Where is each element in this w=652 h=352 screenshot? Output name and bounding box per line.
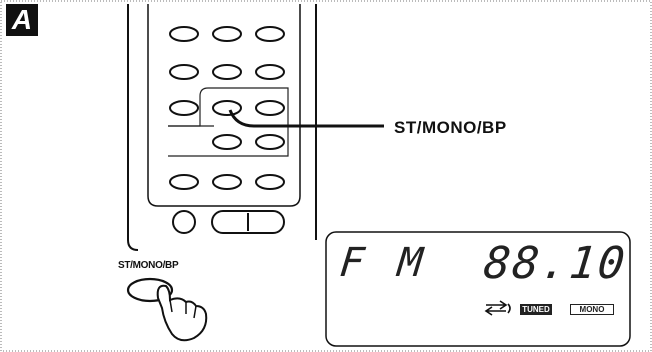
remote-button[interactable] [169, 26, 199, 42]
remote-inner-bottom [147, 195, 301, 207]
remote-buttons [169, 26, 285, 234]
tuned-indicator: TUNED [520, 304, 552, 315]
remote-button[interactable] [169, 100, 199, 116]
remote-button[interactable] [212, 134, 242, 150]
callout-leader-line [228, 109, 384, 128]
remote-button[interactable] [255, 100, 285, 116]
lcd-display-frame [325, 231, 631, 347]
st-mono-bp-button-on-remote[interactable] [212, 100, 242, 116]
remote-button[interactable] [255, 64, 285, 80]
remote-control-outline [127, 4, 317, 251]
remote-button-label: ST/MONO/BP [118, 260, 179, 271]
remote-button[interactable] [169, 174, 199, 190]
remote-button[interactable] [255, 134, 285, 150]
pressed-button-illustration [126, 277, 208, 342]
mono-indicator: MONO [570, 304, 614, 315]
remote-button[interactable] [212, 174, 242, 190]
arrows-icon [484, 300, 511, 316]
panel-label-badge: A [6, 4, 38, 36]
callout-label: ST/MONO/BP [394, 118, 507, 137]
tuner-button-group-outline [168, 87, 289, 157]
remote-button[interactable] [169, 64, 199, 80]
pointing-hand-icon [156, 284, 208, 342]
remote-left-edge [127, 4, 139, 251]
remote-button[interactable] [212, 64, 242, 80]
lcd-band-readout: FM [337, 240, 459, 286]
remote-button[interactable] [255, 174, 285, 190]
round-remote-button[interactable] [172, 210, 196, 234]
remote-button[interactable] [255, 26, 285, 42]
lcd-frequency-readout: 88.10 [481, 238, 630, 289]
remote-button[interactable] [212, 26, 242, 42]
hand-finger-lines [169, 299, 197, 319]
